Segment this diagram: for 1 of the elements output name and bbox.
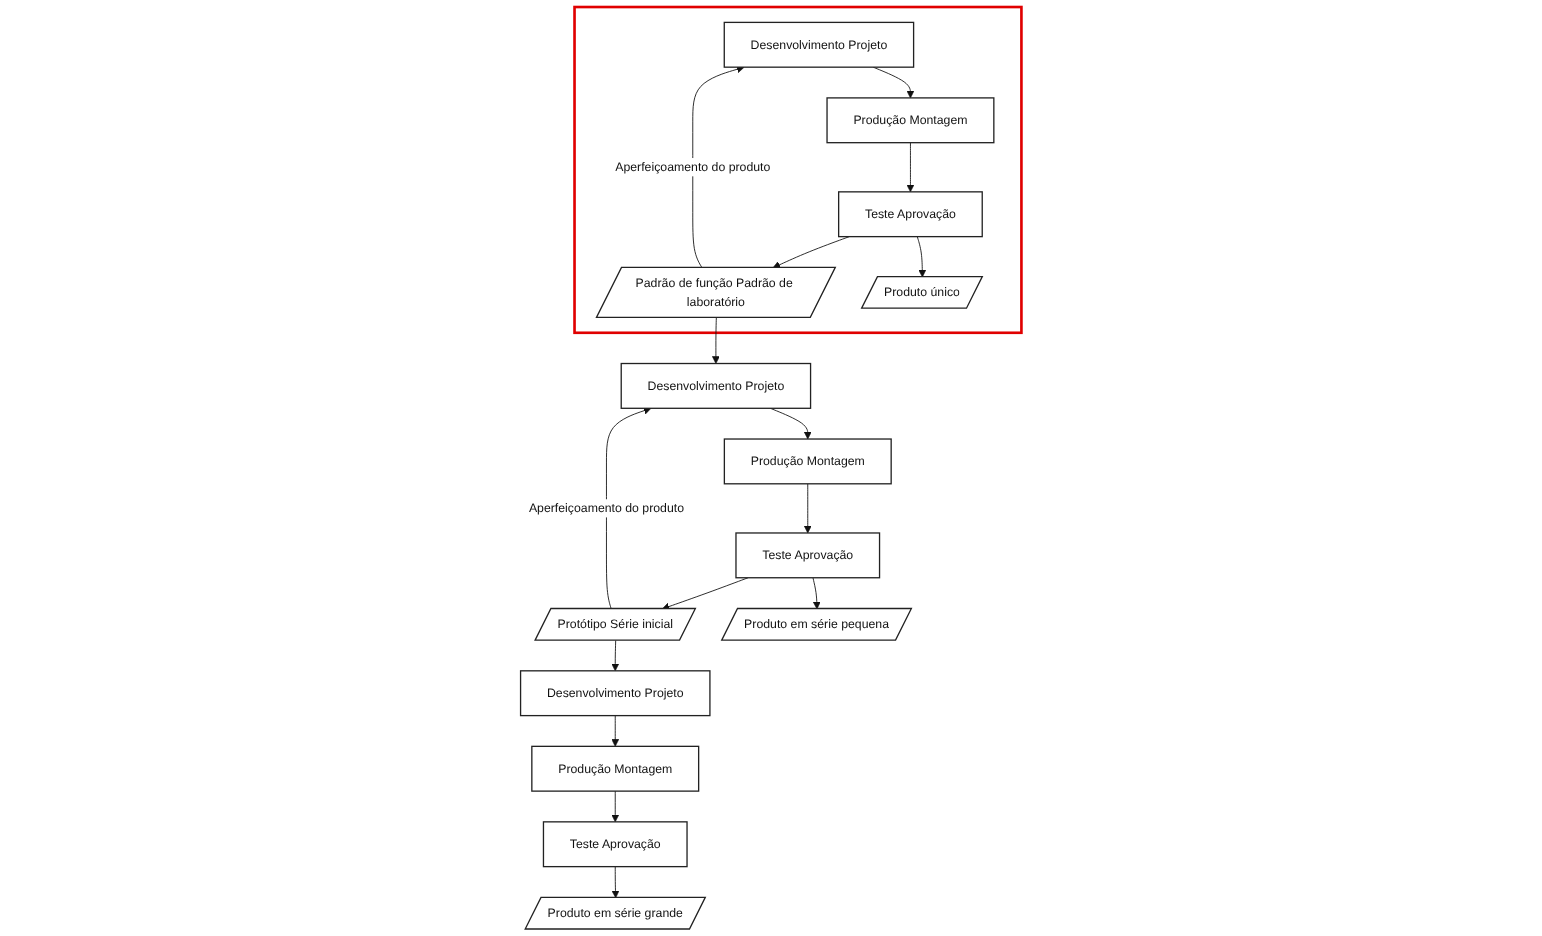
cluster [573, 5, 1023, 335]
